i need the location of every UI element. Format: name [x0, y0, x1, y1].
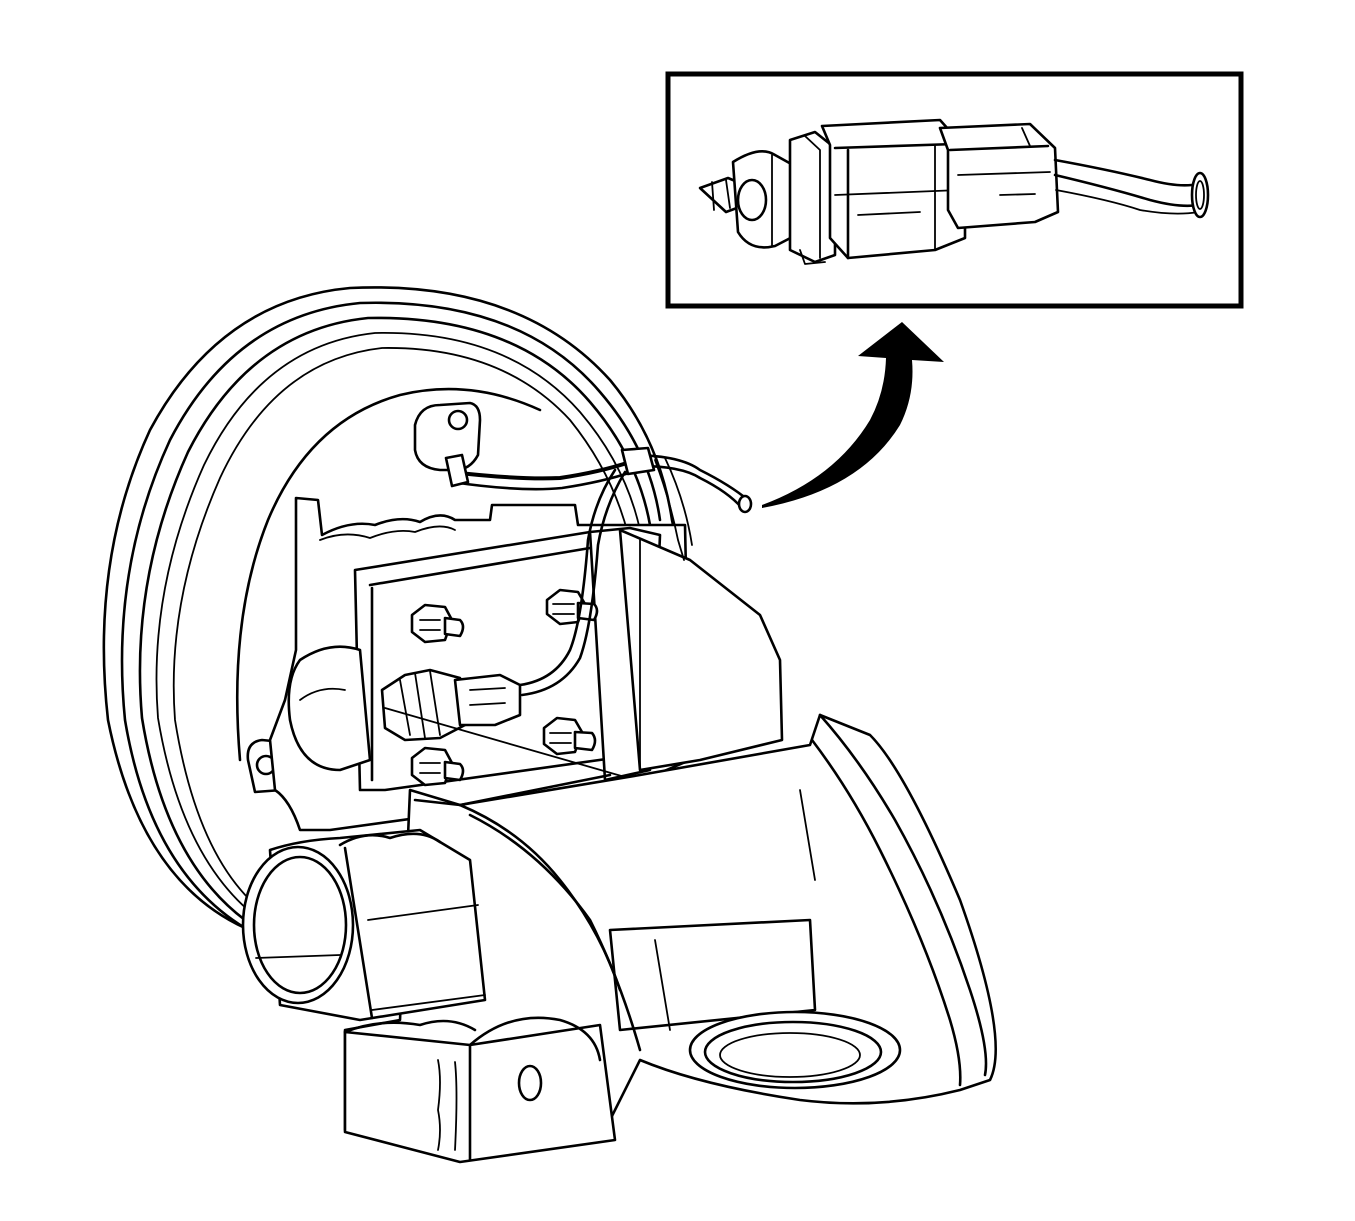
bolt-guide-line — [384, 707, 671, 791]
brake-assembly — [102, 286, 998, 1164]
knuckle — [343, 713, 998, 1164]
nut-bottom-right — [542, 716, 597, 756]
mating-connector — [938, 122, 1060, 230]
inset-callout — [665, 71, 1244, 309]
nut-top-left — [410, 603, 465, 644]
callout-arrow — [762, 322, 944, 508]
sensor-flange — [788, 130, 837, 264]
sensor-wire — [444, 446, 753, 697]
wheel-speed-sensor — [380, 668, 522, 742]
hub — [287, 645, 372, 772]
wire-end — [1190, 171, 1210, 219]
nut-bottom-left — [410, 746, 465, 787]
lower-mount — [343, 1016, 617, 1164]
lower-mount-hole — [517, 1064, 543, 1102]
bearing-seat — [688, 1010, 902, 1090]
nut-top-right — [545, 588, 599, 626]
wire-harness — [1053, 158, 1200, 187]
connector-detail — [698, 118, 1210, 265]
mounting-nuts — [410, 588, 599, 787]
spindle-tube — [241, 828, 487, 1022]
